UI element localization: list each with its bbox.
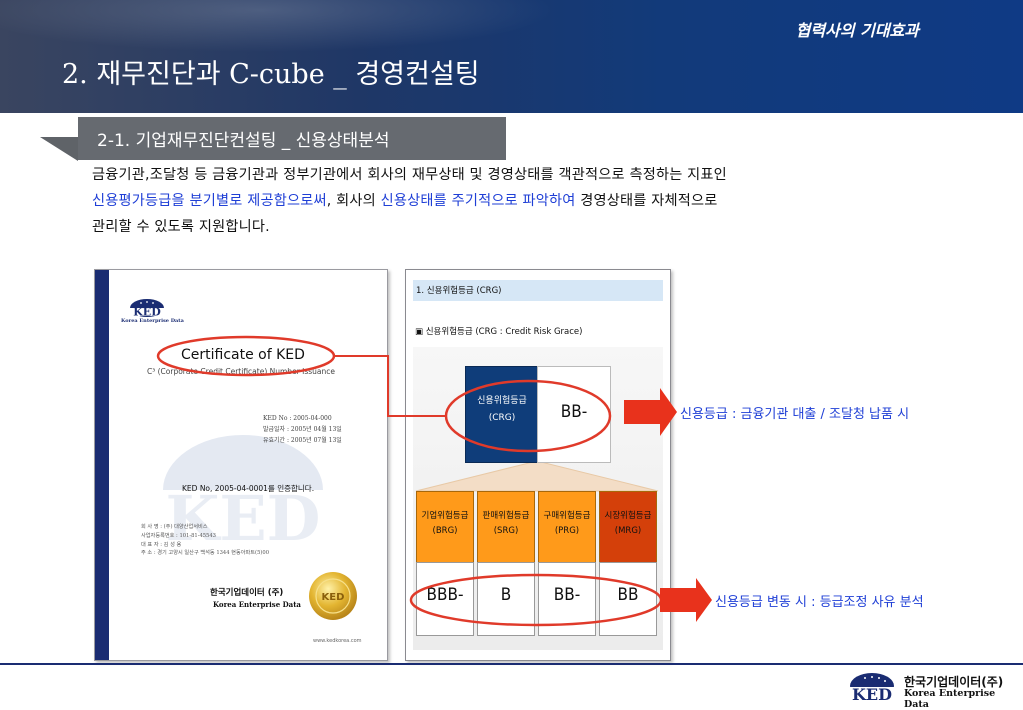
callout-top: 신용등급 : 금융기관 대출 / 조달청 납품 시 bbox=[680, 407, 910, 422]
sub-grade-value-box: BB bbox=[599, 562, 657, 636]
crg-header: 1. 신용위험등급 (CRG) bbox=[416, 286, 502, 296]
crg-main-box: 신용위험등급 (CRG) bbox=[465, 366, 539, 463]
sub-grade-value: BBB- bbox=[426, 585, 464, 605]
sub-grade-code: (SRG) bbox=[493, 526, 519, 536]
callout-bottom: 신용등급 변동 시 : 등급조정 사유 분석 bbox=[715, 595, 924, 610]
footer-divider bbox=[0, 663, 1023, 665]
crg-main-name: 신용위험등급 bbox=[477, 396, 527, 406]
sub-grade-value: B bbox=[500, 585, 512, 605]
certificate-document: KED Korea Enterprise Data KED Certificat… bbox=[94, 269, 388, 661]
header-tag: 협력사의 기대효과 bbox=[795, 21, 919, 40]
certificate-subtitle: C³ (Corporate Credit Certificate) Number… bbox=[147, 367, 336, 376]
svg-text:KED: KED bbox=[166, 482, 321, 555]
sub-grade-value: BB- bbox=[553, 585, 581, 605]
sub-grade-name: 구매위험등급 bbox=[543, 511, 591, 521]
sub-grade-box-mrg: 시장위험등급 (MRG) bbox=[599, 491, 657, 564]
page-title: 2. 재무진단과 C-cube _ 경영컨설팅 bbox=[62, 59, 480, 90]
body-line-2-mid: , 회사의 bbox=[326, 193, 381, 209]
certificate-spine bbox=[95, 270, 109, 660]
ked-logo-caption: Korea Enterprise Data bbox=[121, 318, 184, 324]
crg-connector-shape bbox=[415, 460, 659, 492]
footer-company-kr: 한국기업데이터(주) bbox=[904, 675, 1004, 689]
certificate-meta-line: 유효기간 : 2005년 07월 13일 bbox=[263, 437, 342, 444]
sub-grade-code: (BRG) bbox=[432, 526, 458, 536]
certificate-info: 회 사 명 : (주) 대양산업서비스 사업자등록번호 : 101-81-455… bbox=[141, 523, 269, 558]
sub-grade-value-box: B bbox=[477, 562, 535, 636]
crg-header-bar: 1. 신용위험등급 (CRG) bbox=[413, 280, 663, 301]
section-bar bbox=[78, 117, 506, 160]
seal-text: KED bbox=[322, 592, 345, 603]
sub-grade-value-box: BB- bbox=[538, 562, 596, 636]
body-line-3: 관리할 수 있도록 지원합니다. bbox=[92, 219, 270, 235]
certificate-info-line: 주 소 : 경기 고양시 일산구 백석동 1344 현동아파트(5)00 bbox=[141, 550, 269, 557]
sub-grade-box-brg: 기업위험등급 (BRG) bbox=[416, 491, 474, 564]
sub-grade-name: 판매위험등급 bbox=[482, 511, 530, 521]
ked-logo-text: KED bbox=[133, 306, 161, 319]
certificate-meta-line: KED No : 2005-04-000 bbox=[263, 415, 332, 422]
body-line-1: 금융기관,조달청 등 금융기관과 정부기관에서 회사의 재무상태 및 경영상태를… bbox=[92, 167, 727, 183]
header-highlight bbox=[0, 0, 1023, 113]
certificate-number: KED No, 2005-04-0001를 인증합니다. bbox=[182, 484, 315, 493]
certificate-company-kr: 한국기업데이터 (주) bbox=[210, 588, 284, 598]
certificate-info-line: 회 사 명 : (주) 대양산업서비스 bbox=[141, 524, 208, 530]
footer-logo-text: KED bbox=[852, 685, 892, 702]
highlight-text-2: 신용상태를 주기적으로 파악하여 bbox=[380, 193, 576, 209]
crg-main-value-box: BB- bbox=[537, 366, 611, 463]
certificate-info-line: 사업자등록번호 : 101-81-45543 bbox=[141, 532, 216, 539]
ked-watermark-icon: KED bbox=[153, 435, 333, 570]
ked-logo-icon: KED bbox=[127, 299, 167, 319]
highlight-text-1: 신용평가등급을 분기별로 제공함으로써 bbox=[92, 193, 327, 209]
sub-grade-box-prg: 구매위험등급 (PRG) bbox=[538, 491, 596, 564]
certificate-meta: KED No : 2005-04-000 발급일자 : 2005년 04월 13… bbox=[263, 413, 342, 446]
sub-grade-name: 기업위험등급 bbox=[421, 511, 469, 521]
body-line-2: 신용평가등급을 분기별로 제공함으로써, 회사의 신용상태를 주기적으로 파악하… bbox=[92, 188, 982, 214]
crg-main-code: (CRG) bbox=[488, 413, 516, 423]
body-line-2-end: 경영상태를 자체적으로 bbox=[575, 193, 718, 209]
crg-main-value: BB- bbox=[560, 402, 588, 422]
certificate-company-en: Korea Enterprise Data bbox=[213, 600, 301, 609]
sub-grade-code: (MRG) bbox=[614, 526, 642, 536]
section-marker bbox=[40, 137, 78, 161]
certificate-url: www.kedkorea.com bbox=[313, 638, 362, 644]
sub-grade-value-box: BBB- bbox=[416, 562, 474, 636]
sub-grade-value: BB bbox=[617, 585, 639, 605]
crg-panel: 1. 신용위험등급 (CRG) ▣ 신용위험등급 (CRG : Credit R… bbox=[405, 269, 671, 661]
footer-company-en: Korea Enterprise Data bbox=[904, 688, 996, 710]
body-text: 금융기관,조달청 등 금융기관과 정부기관에서 회사의 재무상태 및 경영상태를… bbox=[92, 162, 982, 240]
certificate-info-line: 대 표 자 : 김 성 용 bbox=[141, 541, 182, 548]
ked-footer-logo-icon: KED bbox=[847, 673, 897, 702]
sub-grade-code: (PRG) bbox=[554, 526, 580, 536]
certificate-title: Certificate of KED bbox=[181, 347, 305, 363]
gold-seal-icon: KED bbox=[309, 572, 357, 620]
crg-caption: ▣ 신용위험등급 (CRG : Credit Risk Grace) bbox=[415, 327, 583, 337]
sub-grade-box-srg: 판매위험등급 (SRG) bbox=[477, 491, 535, 564]
certificate-meta-line: 발급일자 : 2005년 04월 13일 bbox=[263, 426, 342, 433]
section-label: 2-1. 기업재무진단컨설팅 _ 신용상태분석 bbox=[97, 131, 390, 151]
sub-grade-name: 시장위험등급 bbox=[604, 511, 652, 521]
header-banner bbox=[0, 0, 1023, 113]
